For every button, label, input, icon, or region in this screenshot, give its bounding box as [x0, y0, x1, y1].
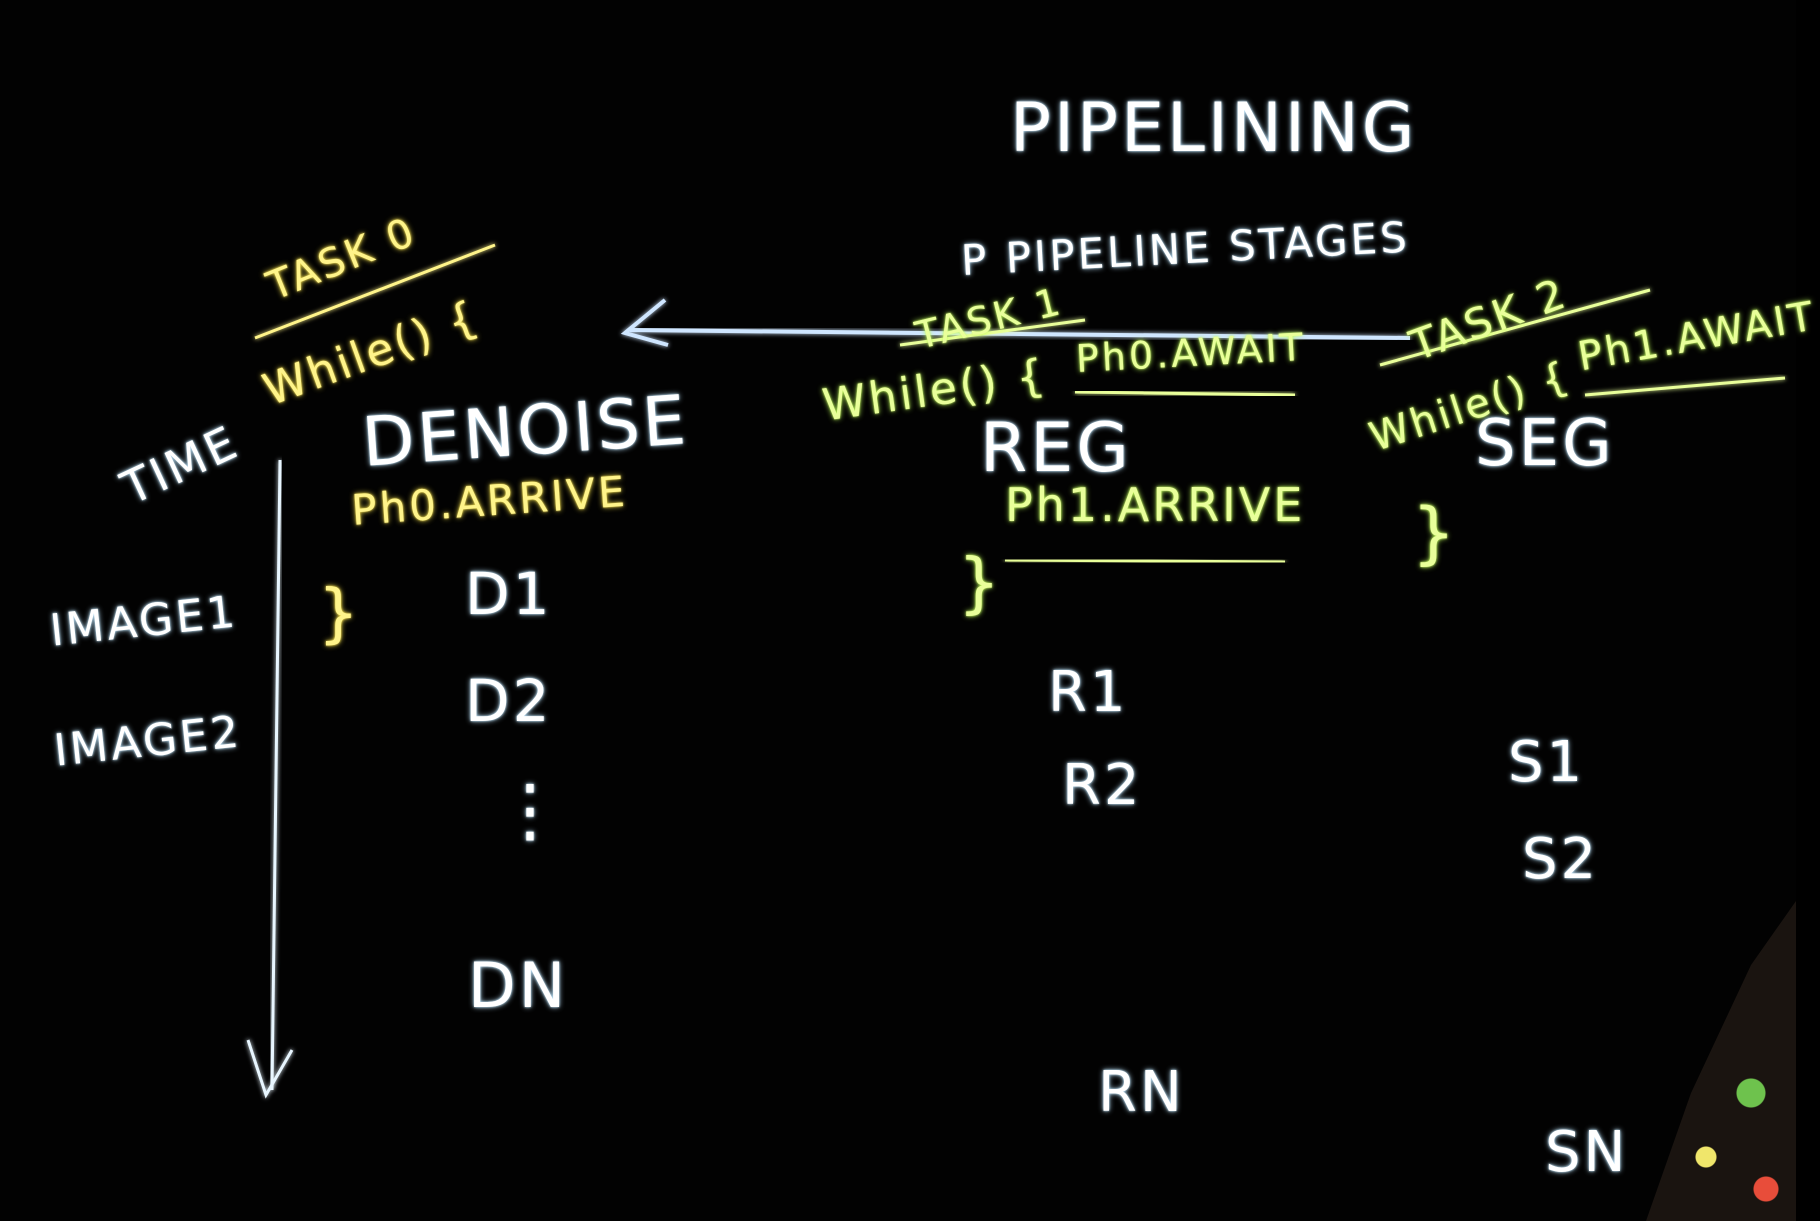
task2-output: S1 — [1508, 730, 1586, 795]
task2-underline — [1379, 288, 1651, 367]
task2-output: S2 — [1522, 827, 1600, 892]
task1-underline — [899, 318, 1086, 347]
task2-stage: SEG — [1475, 407, 1615, 481]
task1-output: RN — [1098, 1060, 1185, 1125]
task1-arrive: Ph1.ARRIVE — [1005, 478, 1306, 532]
task2-close-brace: } — [1412, 494, 1459, 573]
task0-close-brace: } — [318, 577, 362, 651]
task0-output: D1 — [465, 560, 553, 628]
ph1-await-underline — [1584, 376, 1786, 397]
time-axis-line — [270, 459, 282, 1091]
task0-output: ⋮ — [495, 769, 565, 851]
ph1-arrive-underline — [1004, 558, 1286, 564]
task1-output: R2 — [1062, 753, 1143, 818]
time-axis-head — [246, 1039, 294, 1099]
page-title: PIPELINING — [1010, 89, 1418, 168]
dependency-arrow-head — [620, 298, 669, 347]
task1-output: R1 — [1048, 660, 1129, 725]
task0-underline — [254, 243, 496, 340]
task0-output: D2 — [465, 667, 553, 735]
task2-output: SN — [1545, 1120, 1629, 1185]
task1-await: Ph0.AWAIT — [1074, 324, 1307, 381]
task0-output: DN — [468, 949, 569, 1022]
dependency-arrow-line — [629, 328, 1411, 340]
task1-stage: REG — [980, 409, 1132, 488]
ph0-await-underline — [1074, 390, 1296, 397]
task1-close-brace: } — [958, 544, 1003, 621]
